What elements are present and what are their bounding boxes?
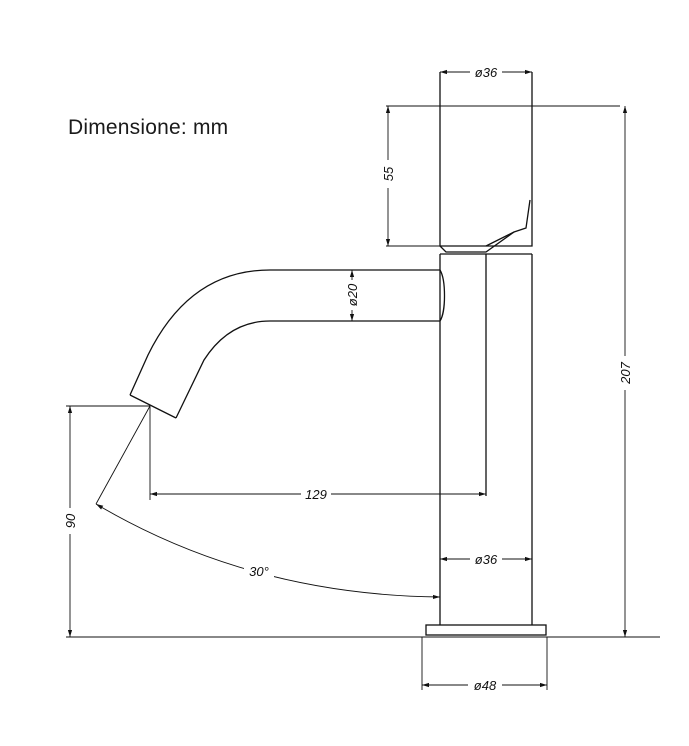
dimension-labels: ø36 55 ø20 207 129 ø36 30° 90 ø48 (62, 64, 633, 693)
spout-bottom (175, 320, 440, 419)
label-handle-height: 55 (381, 166, 396, 181)
dimension-lines (66, 69, 660, 690)
faucet-outline (129, 72, 547, 636)
label-total-height: 207 (618, 361, 633, 384)
handle-lever (485, 199, 531, 247)
spout-tip (129, 394, 177, 419)
spout-top (129, 269, 440, 396)
angle-ray (95, 405, 151, 505)
label-spout-reach: 129 (305, 487, 327, 502)
label-top-diameter: ø36 (475, 65, 498, 80)
base-plate (425, 624, 547, 636)
label-spout-angle: 30° (249, 564, 269, 579)
handle-block (439, 72, 533, 247)
handle-collar (439, 231, 515, 253)
label-base-diameter: ø48 (474, 678, 497, 693)
label-outlet-height: 90 (63, 513, 78, 528)
label-spout-diameter: ø20 (345, 283, 360, 306)
units-caption: Dimensione: mm (68, 116, 229, 139)
dim-angle-arc (95, 503, 441, 600)
label-body-diameter: ø36 (475, 552, 498, 567)
spout-joint (439, 269, 446, 322)
